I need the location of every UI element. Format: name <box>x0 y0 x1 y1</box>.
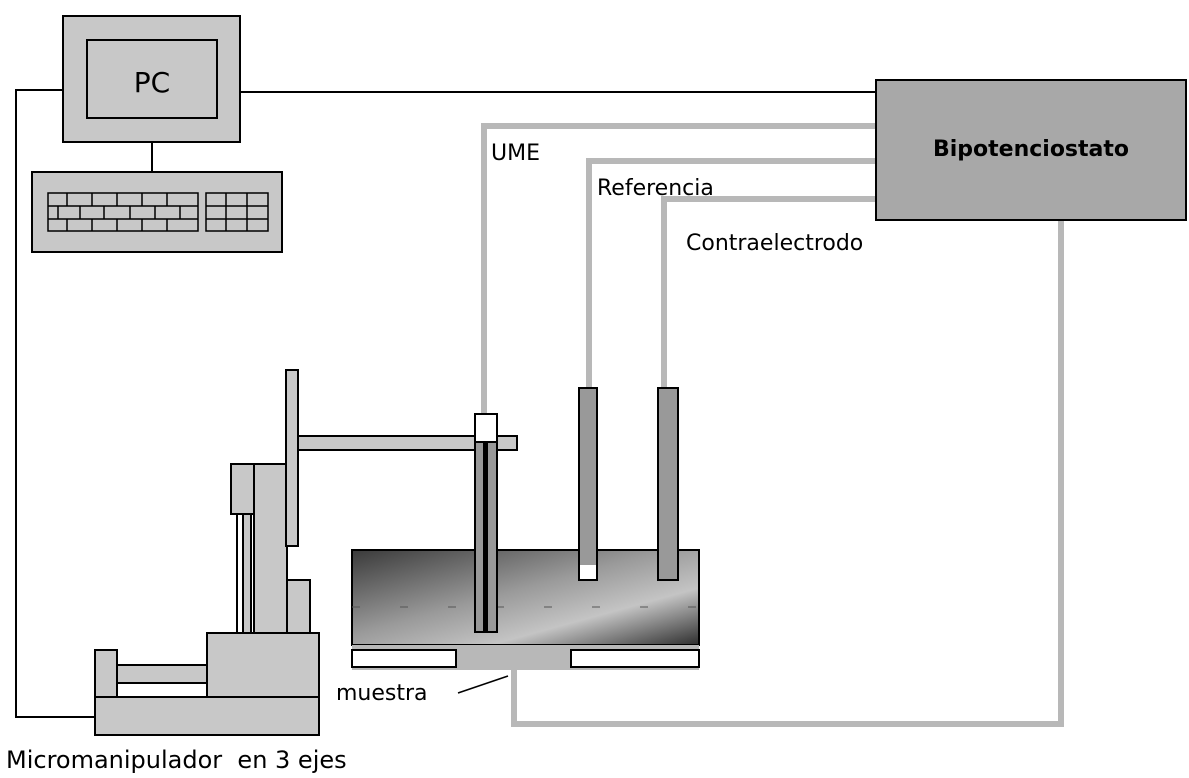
manipulator-y-post <box>285 369 299 547</box>
manipulator-x-block <box>94 649 118 698</box>
sample-label: muestra <box>336 681 428 706</box>
pc-screen <box>86 39 218 119</box>
manipulator-step <box>206 632 320 698</box>
electrochemical-cell <box>351 549 700 670</box>
reference-label: Referencia <box>597 176 714 201</box>
keyboard-keys <box>47 192 269 232</box>
sample-cable <box>511 220 1064 727</box>
manipulator-z-rail-b <box>242 513 252 634</box>
reference-body <box>578 387 598 581</box>
ume-holder <box>474 413 498 443</box>
reference-frit <box>580 565 596 579</box>
reference-cable <box>586 158 876 388</box>
counter-electrode <box>657 387 679 581</box>
manipulator-x-rail-top <box>116 664 208 684</box>
bipotentiostat-label: Bipotenciostato <box>933 137 1129 162</box>
pc-to-micromanipulator-wire <box>15 89 95 718</box>
electrode-cables <box>481 123 1064 727</box>
manipulator-column <box>253 463 288 634</box>
pc-keyboard <box>31 171 283 253</box>
pc-computer: PC <box>31 15 283 253</box>
micromanipulator <box>94 369 518 736</box>
base-spacer-left <box>351 649 457 668</box>
ume-label: UME <box>491 141 540 166</box>
manipulator-x-rail-bottom <box>116 682 208 698</box>
manipulator-column-right <box>286 579 311 634</box>
manipulator-z-block <box>230 463 255 515</box>
ume-cable <box>481 123 876 414</box>
ume-wire <box>483 442 488 632</box>
reference-electrode <box>578 387 598 581</box>
counter-electrode-cable <box>661 196 876 388</box>
micromanipulator-label: Micromanipulador en 3 ejes <box>6 746 347 774</box>
manipulator-base <box>94 696 320 736</box>
cell-body <box>351 549 700 646</box>
base-spacer-right <box>570 649 700 668</box>
bipotentiostat-box <box>875 79 1187 221</box>
counter-electrode-label: Contraelectrodo <box>686 231 863 256</box>
ume-electrode <box>474 413 498 633</box>
manipulator-arm <box>297 435 518 451</box>
pc-label: PC <box>134 66 170 99</box>
sample-pointer <box>457 675 509 694</box>
